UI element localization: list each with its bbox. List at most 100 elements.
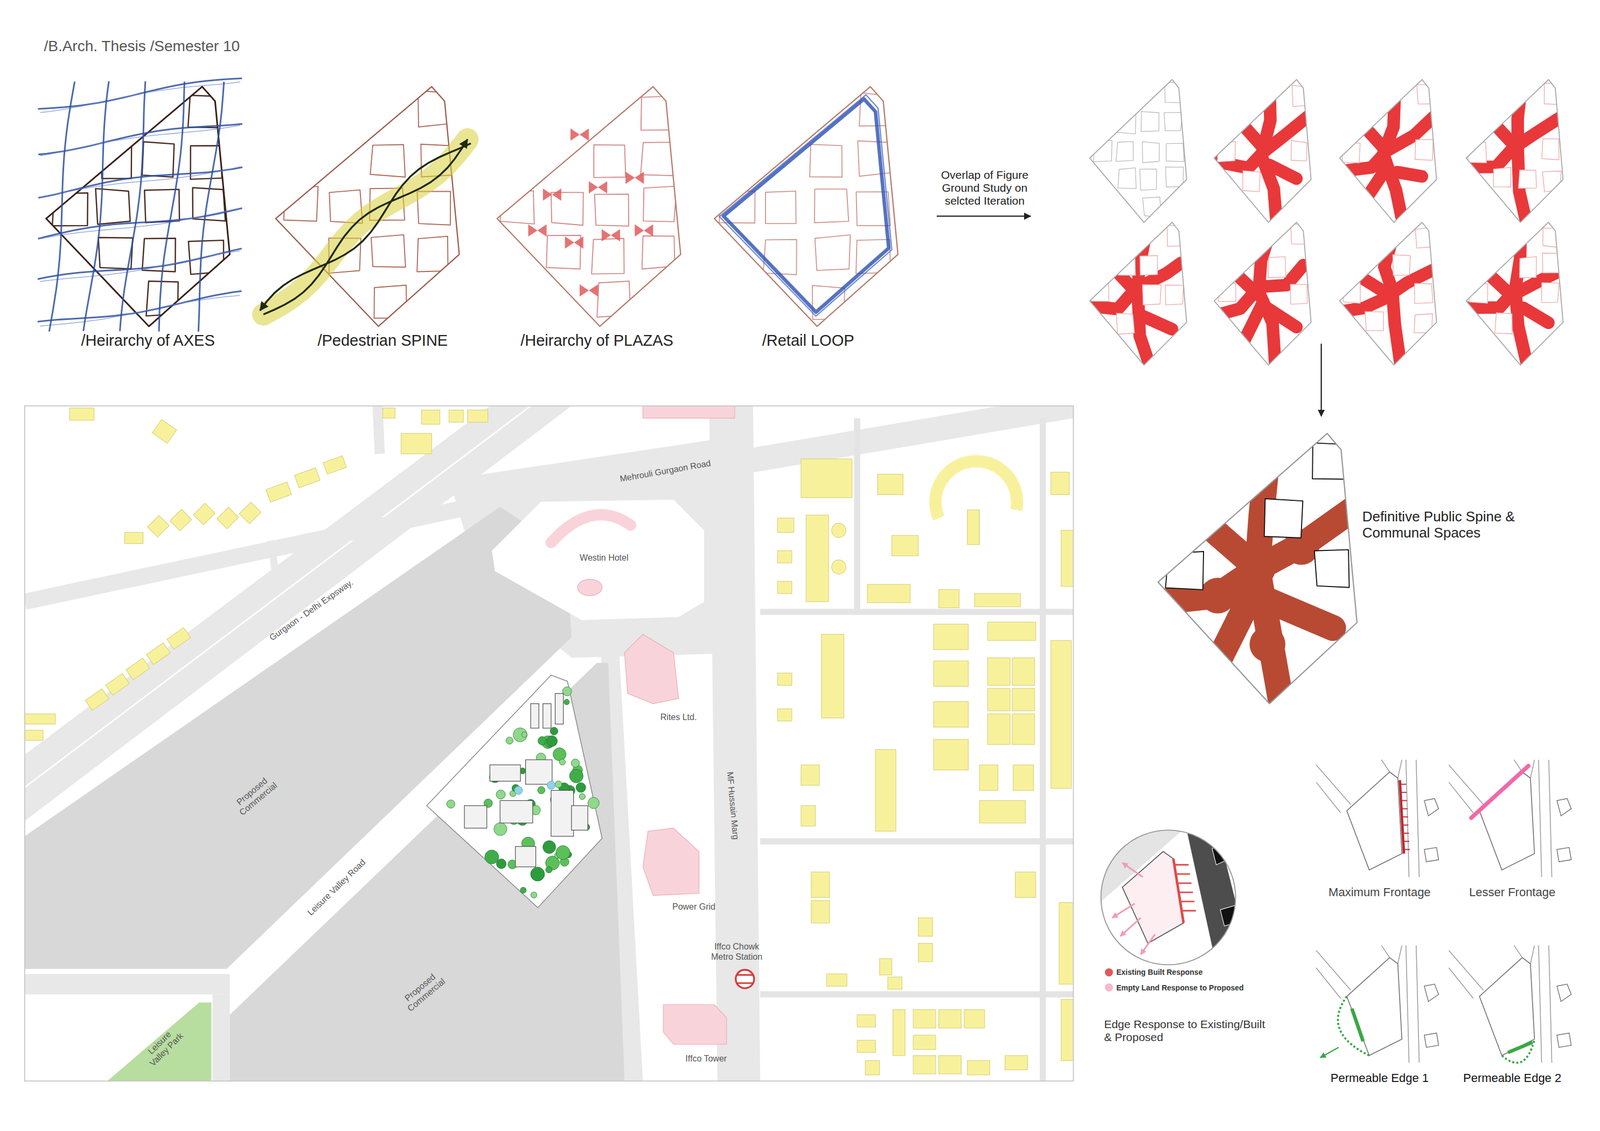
place-name: Iffco Tower — [685, 1054, 727, 1064]
axis-line — [37, 248, 242, 280]
frontage-tick — [1402, 832, 1409, 834]
parcel-ground — [497, 86, 681, 327]
parcel-under — [1213, 235, 1304, 369]
city-block — [371, 234, 406, 268]
existing-building — [777, 551, 792, 564]
plaza-mark — [570, 128, 580, 142]
road-line — [1416, 760, 1420, 878]
parcel — [1158, 433, 1358, 705]
existing-building — [801, 458, 853, 498]
city-block — [1139, 169, 1157, 191]
diagram-caption: Permeable Edge 1 — [1330, 1071, 1429, 1085]
frontage-tick — [1403, 840, 1410, 843]
existing-building — [170, 509, 192, 532]
block-group — [1093, 82, 1185, 218]
frontage-diagram — [1448, 760, 1571, 878]
tree — [546, 735, 558, 747]
existing-building — [974, 593, 1021, 608]
city-block — [1416, 84, 1435, 105]
road-line — [1397, 760, 1403, 779]
city-block — [98, 237, 134, 269]
city-block — [1165, 284, 1184, 305]
parcel-outline — [714, 86, 899, 327]
city-block — [765, 191, 797, 224]
parcel-under — [1338, 89, 1435, 218]
commercial-land — [229, 663, 625, 1082]
city-block — [1518, 169, 1537, 189]
city-block — [1264, 498, 1304, 539]
landmark-building — [551, 515, 631, 544]
city-block — [1166, 143, 1185, 162]
existing-building — [1012, 657, 1035, 686]
landmark-building — [577, 579, 602, 596]
city-block — [1541, 282, 1560, 303]
existing-building — [467, 409, 489, 423]
plaza-mark — [625, 171, 635, 185]
parcel — [497, 86, 681, 327]
existing-building — [913, 1010, 936, 1029]
parcel-outline — [1089, 79, 1187, 223]
proposed-building — [530, 704, 539, 729]
communal-space — [1249, 626, 1286, 663]
road-name: Leisure Valley Road — [305, 857, 368, 918]
plaza-mark — [537, 224, 547, 238]
axis-line — [83, 81, 109, 332]
site-map — [24, 406, 1074, 1082]
parcel-outline — [1346, 957, 1402, 1056]
parcel-outline — [1339, 222, 1437, 366]
existing-building — [124, 532, 143, 544]
road-line — [1448, 950, 1484, 991]
street — [760, 608, 1074, 615]
existing-building — [239, 502, 261, 524]
existing-building — [294, 467, 321, 488]
spine-arm — [1261, 93, 1277, 219]
city-block — [1166, 225, 1185, 247]
existing-building — [933, 739, 969, 771]
permeable-edge — [1338, 996, 1370, 1056]
edge-inner — [1081, 805, 1256, 980]
road-line — [1316, 764, 1351, 805]
road-line — [1514, 945, 1523, 958]
tree — [579, 793, 586, 800]
existing-building — [401, 433, 433, 455]
existing-building — [801, 805, 816, 827]
city-block — [1093, 140, 1112, 163]
existing-building — [913, 1035, 936, 1050]
existing-building — [193, 503, 215, 525]
axis-line — [39, 251, 240, 282]
metro-icon — [736, 975, 754, 984]
city-block — [546, 235, 581, 269]
plaza-mark — [597, 181, 608, 194]
parcel-outline — [1214, 79, 1312, 223]
street — [760, 991, 1074, 998]
parcel-ground — [1339, 79, 1437, 223]
response-tick — [1177, 882, 1192, 885]
existing-building — [938, 1055, 962, 1075]
city-block — [1542, 227, 1560, 248]
tree — [562, 686, 572, 697]
existing-building — [811, 900, 830, 924]
city-block — [814, 189, 849, 223]
response-arrow — [1120, 917, 1142, 937]
city-block — [1164, 112, 1183, 131]
sketch-caption: /Pedestrian SPINE — [317, 331, 448, 350]
plaza-mark — [543, 188, 553, 201]
existing-building — [987, 688, 1011, 712]
tree — [496, 790, 506, 800]
axis-line — [198, 81, 224, 332]
spine-band — [263, 139, 468, 315]
process-note: Overlap of Figure Ground Study on selcte… — [926, 168, 1043, 207]
place-name: Leisure Valley Park — [141, 1024, 186, 1070]
city-block — [1242, 170, 1261, 192]
existing-building — [964, 1010, 985, 1029]
plaza-mark — [579, 284, 589, 297]
existing-building — [1061, 530, 1074, 587]
tree — [530, 892, 537, 899]
road-line — [1316, 968, 1341, 999]
parcel — [1338, 222, 1439, 367]
sketch-caption: /Retail LOOP — [762, 331, 855, 350]
parcel-under — [1338, 232, 1439, 367]
block-group — [1468, 83, 1562, 193]
spine-arm — [1140, 315, 1173, 330]
